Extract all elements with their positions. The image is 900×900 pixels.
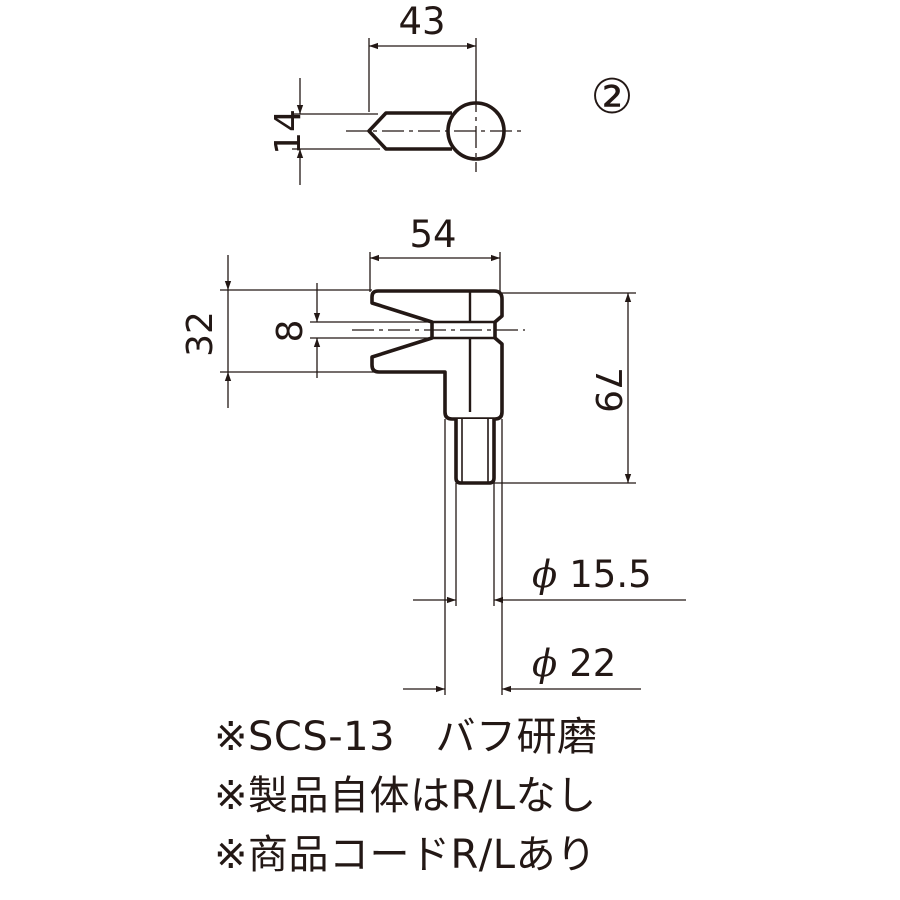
- front-view: 54 32 8 79: [180, 213, 686, 695]
- front-view-pin: [454, 419, 496, 485]
- dim-top-width: 43: [398, 0, 445, 43]
- front-view-body: [370, 289, 504, 421]
- dim-main-height: 32: [180, 311, 221, 357]
- dim-top-height: 14: [268, 109, 309, 155]
- notes-block: ※SCS-13 バフ研磨 ※製品自体はR/Lなし ※商品コードR/Lあり: [214, 708, 874, 885]
- note-product-code: ※商品コードR/Lあり: [214, 832, 597, 878]
- dim-overall-height: 79: [587, 367, 628, 413]
- part-number-label: ②: [590, 69, 633, 125]
- dim-slot-height: 8: [270, 320, 311, 343]
- note-no-rl: ※製品自体はR/Lなし: [214, 773, 597, 819]
- note-material: ※SCS-13 バフ研磨: [214, 714, 598, 760]
- dim-main-width: 54: [409, 213, 456, 256]
- top-view: 43 14 ②: [268, 0, 634, 185]
